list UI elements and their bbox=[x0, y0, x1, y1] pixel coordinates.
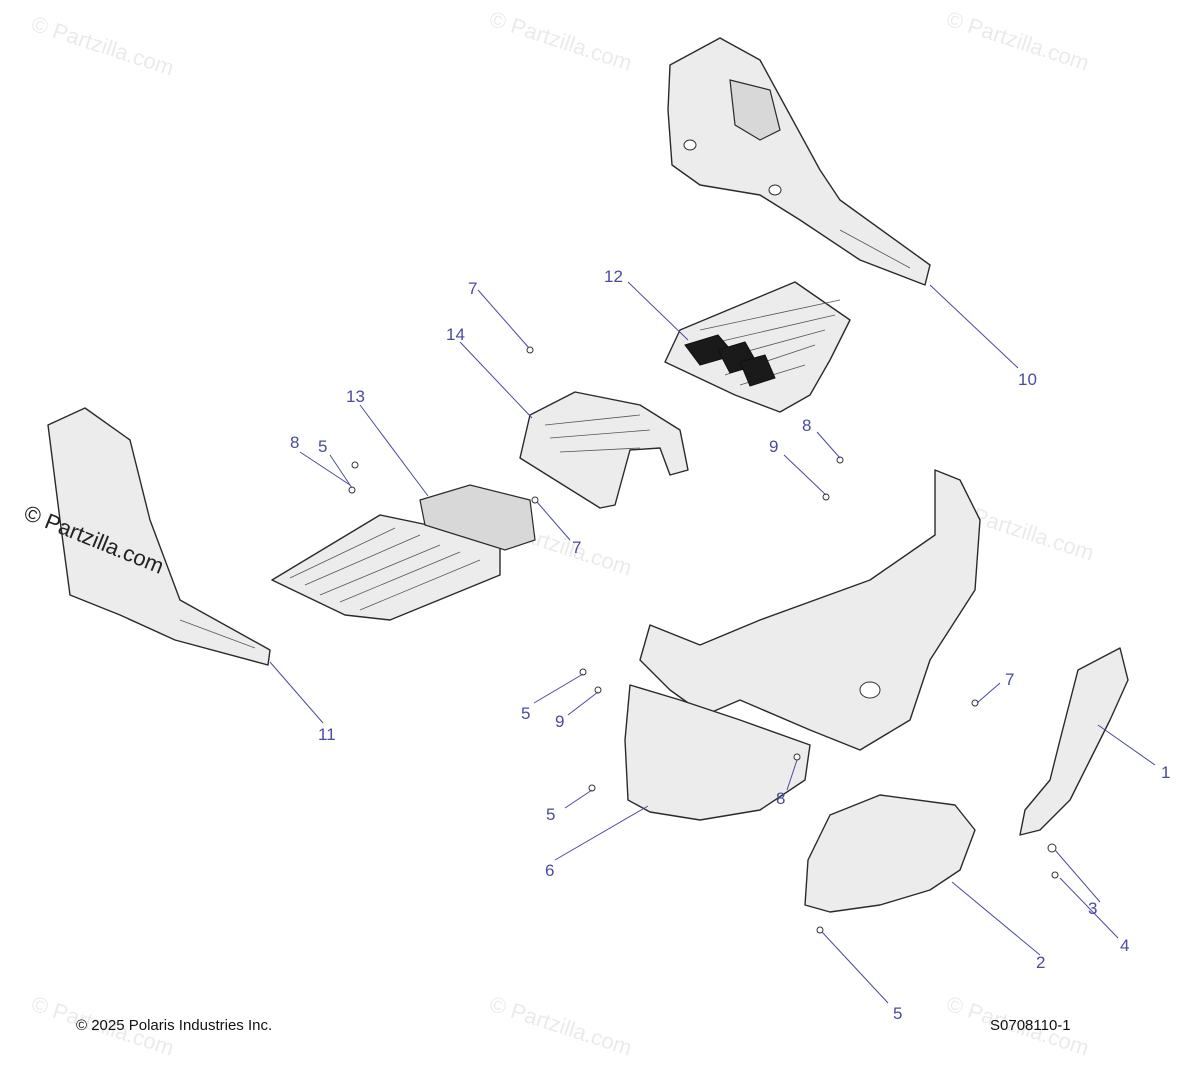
callout-4: 4 bbox=[1120, 936, 1129, 955]
watermark: © Partzilla.com bbox=[486, 991, 635, 1061]
part-12-floor-panel bbox=[664, 281, 851, 413]
callout-13: 13 bbox=[346, 387, 365, 406]
part-2-right-shield bbox=[804, 794, 976, 913]
callout-11: 11 bbox=[318, 725, 336, 744]
callout-7: 7 bbox=[468, 279, 477, 298]
callout-5: 5 bbox=[318, 437, 327, 456]
watermark: © Partzilla.com bbox=[28, 11, 177, 81]
callout-9: 9 bbox=[555, 712, 564, 731]
callout-labels: 1 2 3 4 5 5 5 5 6 7 7 7 8 8 8 9 9 10 11 … bbox=[290, 267, 1170, 1023]
copyright-text: © 2025 Polaris Industries Inc. bbox=[76, 1017, 273, 1034]
part-11-left-side-panel bbox=[47, 407, 271, 666]
callout-5: 5 bbox=[546, 805, 555, 824]
callout-12: 12 bbox=[604, 267, 623, 286]
watermark: © Partzilla.com bbox=[486, 6, 635, 76]
part-14-tunnel-cover bbox=[519, 391, 689, 509]
callout-6: 6 bbox=[545, 861, 554, 880]
fasteners bbox=[348, 346, 1059, 934]
callout-14: 14 bbox=[446, 325, 465, 344]
callout-3: 3 bbox=[1088, 899, 1097, 918]
callout-9: 9 bbox=[769, 437, 778, 456]
callout-5: 5 bbox=[893, 1004, 902, 1023]
callout-1: 1 bbox=[1161, 763, 1170, 782]
callout-7: 7 bbox=[572, 538, 581, 557]
watermark: © Partzilla.com bbox=[943, 6, 1092, 76]
leader-lines bbox=[269, 281, 1156, 1004]
callout-8: 8 bbox=[290, 433, 299, 452]
part-1-side-shield bbox=[1019, 647, 1129, 836]
part-10-right-side-panel bbox=[667, 37, 931, 286]
callout-8: 8 bbox=[802, 416, 811, 435]
callout-2: 2 bbox=[1036, 953, 1045, 972]
callout-10: 10 bbox=[1018, 370, 1037, 389]
callout-5: 5 bbox=[521, 704, 530, 723]
part-13-left-floor-panel bbox=[271, 484, 536, 621]
callout-7: 7 bbox=[1005, 670, 1014, 689]
callout-8: 8 bbox=[776, 789, 785, 808]
drawing-number: S0708110-1 bbox=[990, 1017, 1071, 1034]
part-6-lower-shield bbox=[624, 684, 811, 821]
